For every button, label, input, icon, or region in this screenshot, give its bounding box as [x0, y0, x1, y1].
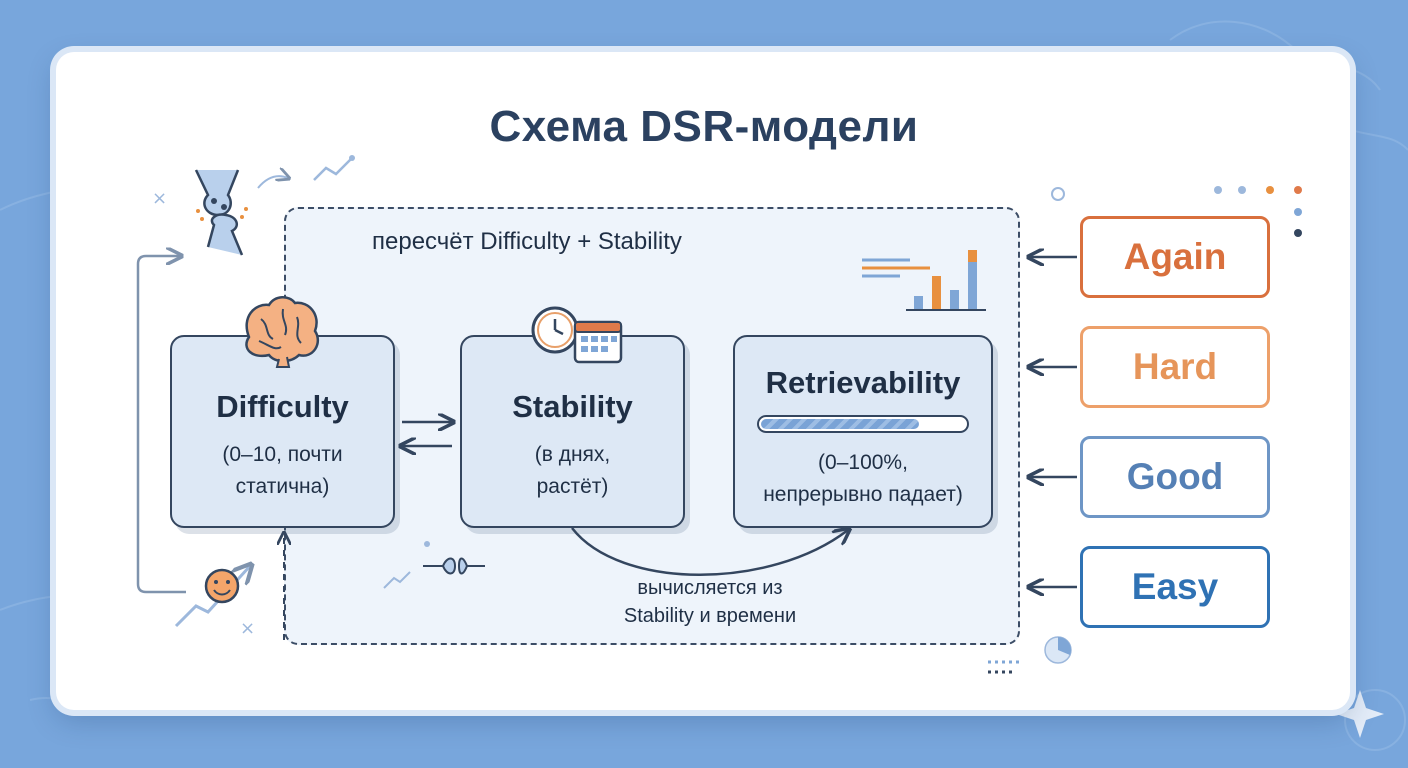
retrievability-title: Retrievability [765, 365, 961, 400]
easy-button[interactable]: Easy [1080, 546, 1270, 628]
difficulty-title: Difficulty [216, 389, 349, 424]
stability-node: Stability (в днях,растёт) [460, 335, 685, 528]
retrievability-node: Retrievability (0–100%,непрерывно падает… [733, 335, 993, 528]
again-button[interactable]: Again [1080, 216, 1270, 298]
retrievability-description: (0–100%,непрерывно падает) [763, 451, 963, 506]
good-button[interactable]: Good [1080, 436, 1270, 518]
hard-button[interactable]: Hard [1080, 326, 1270, 408]
sparkle-icon [1336, 690, 1384, 738]
retrievability-progress-bar [757, 415, 969, 433]
stability-title: Stability [512, 389, 633, 424]
page-title: Схема DSR-модели [489, 102, 919, 151]
stability-description: (в днях,растёт) [534, 443, 611, 498]
loop-label: пересчёт Difficulty + Stability [372, 228, 682, 255]
retrievability-progress-fill [761, 419, 920, 429]
